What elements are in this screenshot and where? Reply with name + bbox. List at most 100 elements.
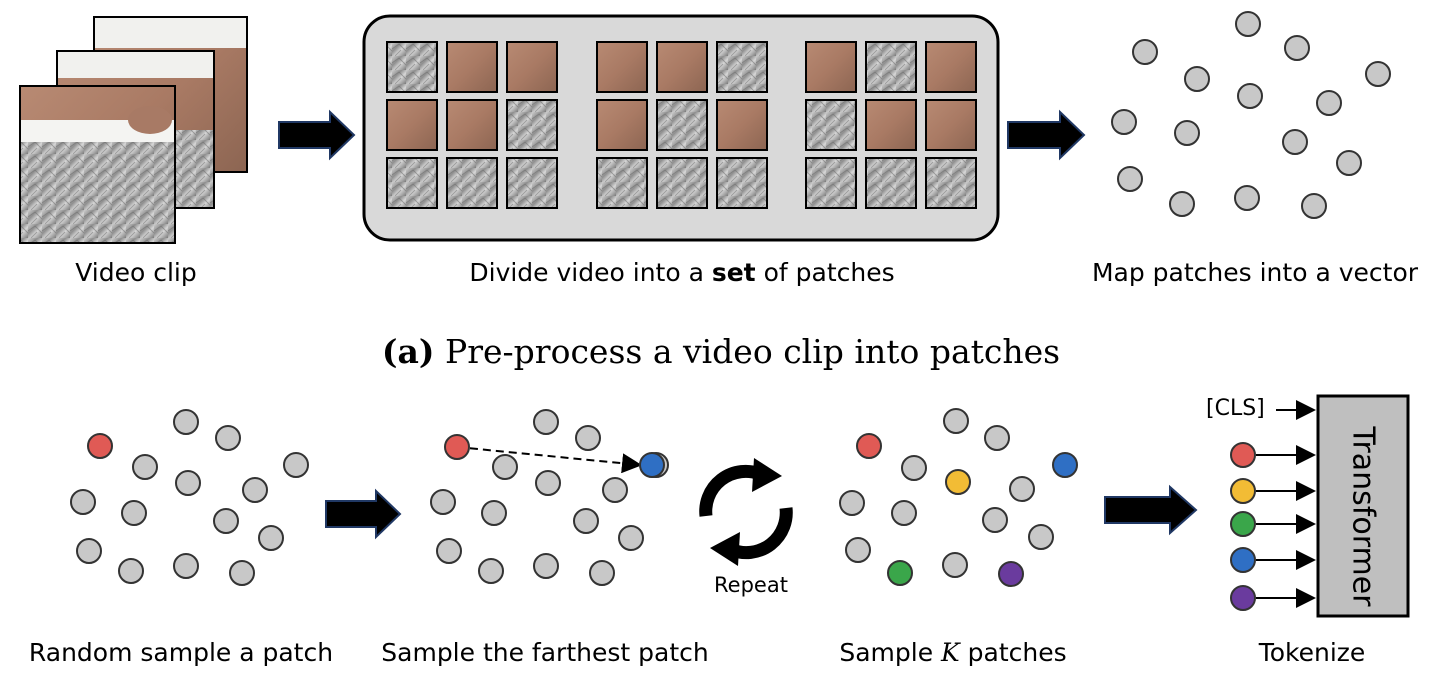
vector-node [1117, 166, 1143, 192]
caption-a-text: Pre-process a video clip into patches [434, 332, 1061, 371]
patch-node [618, 525, 644, 551]
patch-node [1028, 524, 1054, 550]
patch-node [118, 558, 144, 584]
video-patch [925, 41, 977, 93]
arrow-right-icon [1104, 484, 1198, 536]
patch-node [573, 508, 599, 534]
patch-node [229, 560, 255, 586]
video-patch [506, 157, 558, 209]
video-patch [925, 157, 977, 209]
video-patch [805, 157, 857, 209]
video-patch [716, 99, 768, 151]
video-patch [446, 157, 498, 209]
patch-node [430, 489, 456, 515]
vector-node [1235, 11, 1261, 37]
patch-node [173, 553, 199, 579]
label-cls-token: [CLS] [1206, 396, 1265, 421]
patch-grid [386, 41, 977, 209]
patch-node [175, 470, 201, 496]
patch-node [943, 408, 969, 434]
label-sample-k-prefix: Sample [839, 638, 942, 667]
patch-node [982, 507, 1008, 533]
sampled-patch-node [1052, 452, 1078, 478]
video-patch [386, 157, 438, 209]
token-node [1230, 511, 1256, 537]
video-frame-stack [19, 16, 248, 244]
vector-node [1365, 61, 1391, 87]
patch-node [901, 455, 927, 481]
patch-node [535, 470, 561, 496]
caption-a-prefix: (a) [381, 332, 435, 371]
vector-node [1316, 90, 1342, 116]
patch-node [481, 500, 507, 526]
video-patch [596, 157, 648, 209]
patch-node [589, 560, 615, 586]
patch-node [891, 500, 917, 526]
label-sample-k-suffix: patches [959, 638, 1067, 667]
video-frame-front [19, 85, 176, 244]
token-node [1230, 478, 1256, 504]
arrow-right-icon [1007, 109, 1086, 161]
vector-node [1301, 193, 1327, 219]
video-patch [925, 99, 977, 151]
patch-node [242, 477, 268, 503]
patch-node [1009, 476, 1035, 502]
k-sample-nodes [839, 408, 1078, 587]
sampled-patch-node [998, 561, 1024, 587]
patch-node [76, 538, 102, 564]
patch-container [362, 14, 1000, 242]
patch-node [121, 500, 147, 526]
label-sample-k-var: K [941, 638, 960, 667]
token-row [1230, 442, 1316, 611]
patch-node [602, 477, 628, 503]
patch-node [478, 558, 504, 584]
video-patch [865, 157, 917, 209]
label-repeat: Repeat [714, 573, 788, 597]
vector-node [1132, 39, 1158, 65]
video-patch [596, 99, 648, 151]
random-sample-nodes [70, 409, 309, 586]
token-node [1230, 585, 1256, 611]
vector-nodes [1111, 11, 1391, 219]
sampled-patch-node [87, 433, 113, 459]
vector-node [1111, 109, 1137, 135]
patch-node [215, 425, 241, 451]
video-patch [656, 99, 708, 151]
vector-node [1169, 191, 1195, 217]
patch-node [258, 525, 284, 551]
label-video-clip: Video clip [75, 258, 197, 287]
label-sample-k: Sample K patches [839, 638, 1066, 667]
vector-node [1234, 185, 1260, 211]
video-patch [446, 99, 498, 151]
sampled-patch-node [887, 560, 913, 586]
vector-node [1282, 129, 1308, 155]
sampled-patch-node [444, 434, 470, 460]
arrow-right-icon [325, 488, 402, 540]
vector-node [1336, 150, 1362, 176]
sampled-patch-node [856, 433, 882, 459]
label-random-sample: Random sample a patch [28, 638, 334, 667]
token-node [1230, 547, 1256, 573]
video-patch [805, 41, 857, 93]
video-patch [506, 99, 558, 151]
video-patch [656, 157, 708, 209]
patch-node [213, 508, 239, 534]
patch-node [70, 489, 96, 515]
patch-node [533, 409, 559, 435]
label-divide-bold: set [711, 258, 756, 287]
label-divide-suffix: of patches [755, 258, 895, 287]
sampled-patch-node [639, 452, 665, 478]
patch-node [942, 552, 968, 578]
sampled-patch-node [945, 469, 971, 495]
video-patch [805, 99, 857, 151]
video-patch [386, 99, 438, 151]
label-transformer: Transformer [1345, 426, 1381, 607]
label-tokenize: Tokenize [1258, 638, 1366, 667]
label-divide-video: Divide video into a set of patches [469, 258, 894, 287]
patch-node [283, 452, 309, 478]
video-patch [596, 41, 648, 93]
token-node [1230, 442, 1256, 468]
label-divide-prefix: Divide video into a [469, 258, 712, 287]
farthest-distance-line [456, 446, 642, 474]
